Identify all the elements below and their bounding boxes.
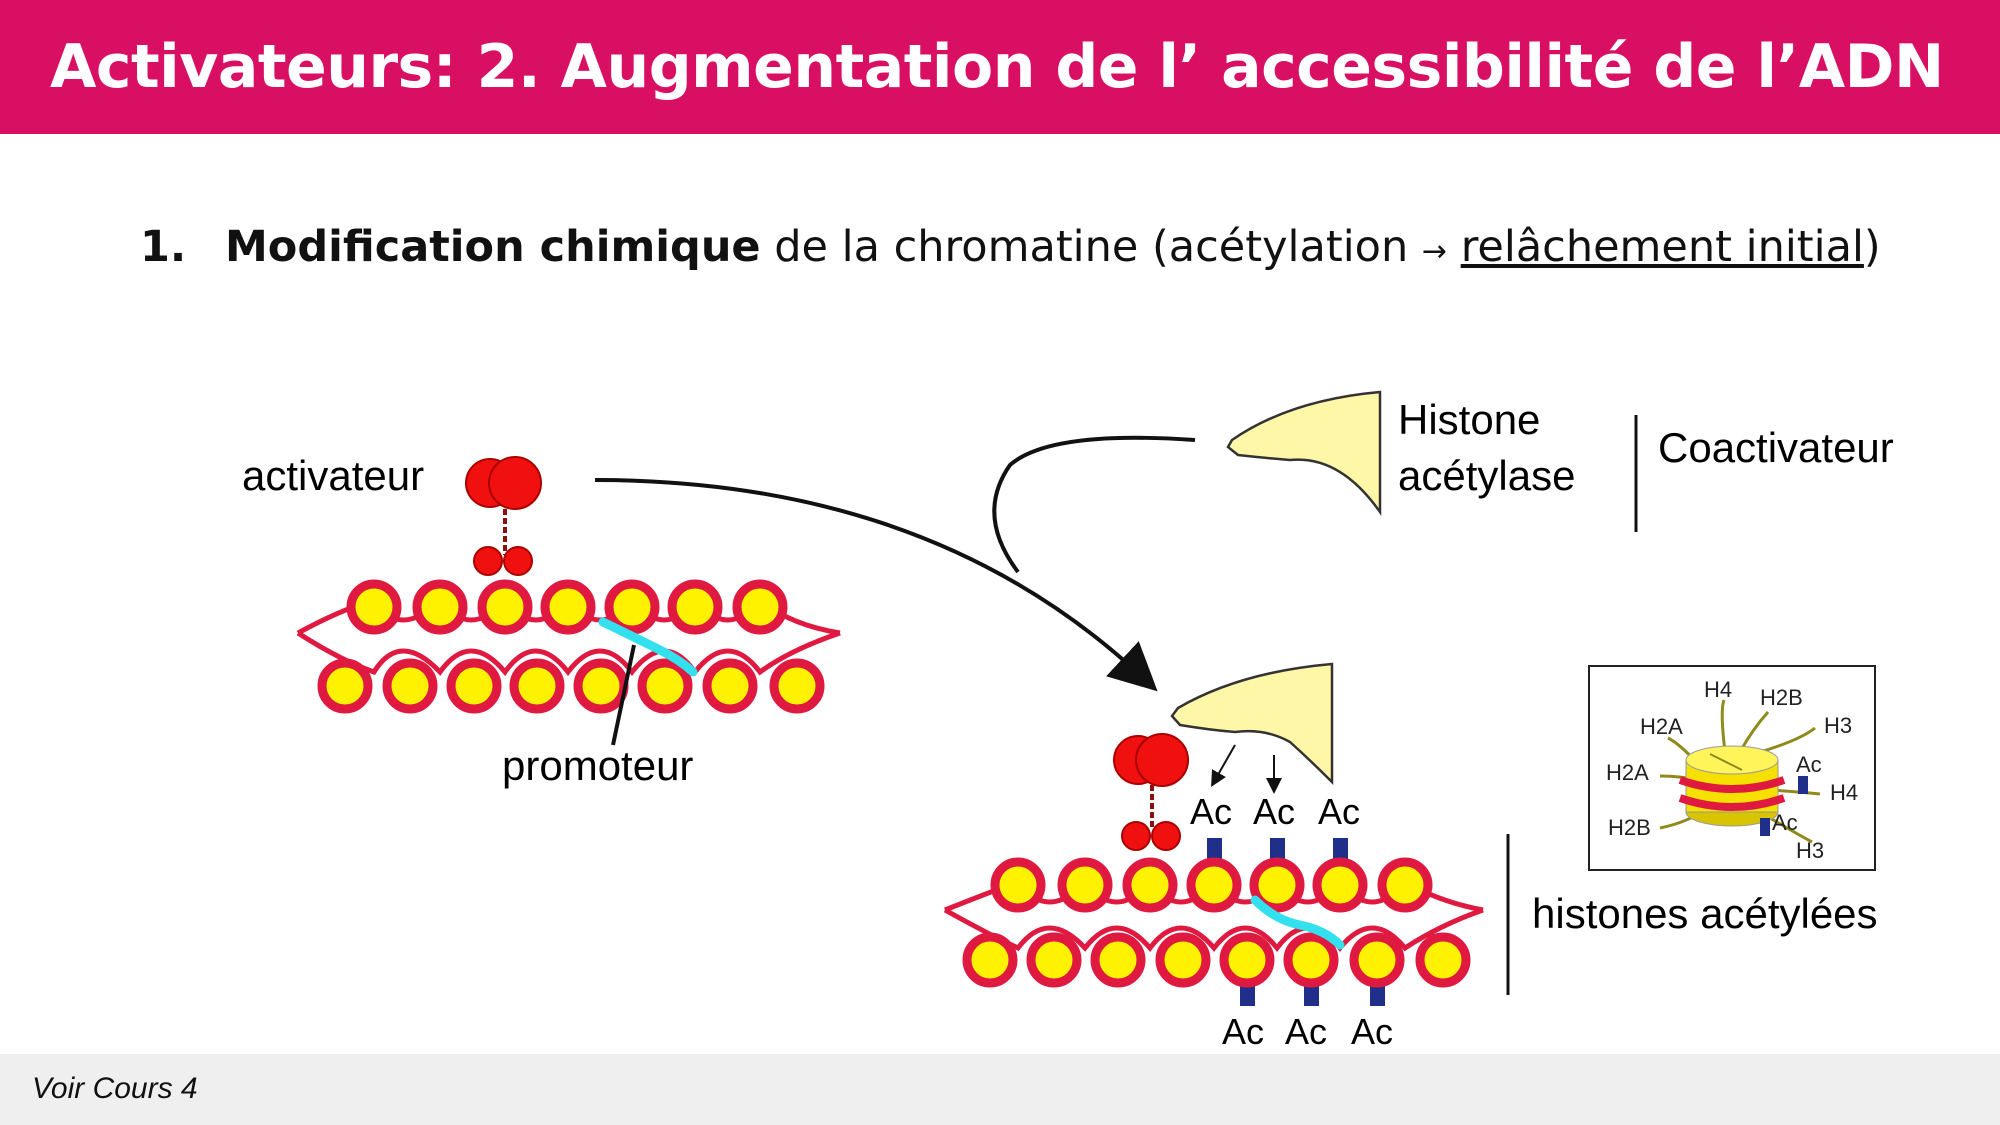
footer-bar: Voir Cours 4 [0,1054,2000,1125]
activateur-label: activateur [242,452,424,499]
histone-circle [1026,932,1082,988]
histone-circle [769,658,825,714]
histone-circle [477,579,533,635]
left-activator [465,456,542,576]
ac-label: Ac [1222,1011,1264,1052]
inset-label-ac: Ac [1796,752,1822,777]
arrow-glyph: → [1421,234,1448,269]
right-dna-strand-bottom [943,907,1484,953]
histone-circle [412,579,468,635]
ac-label: Ac [1318,791,1360,832]
histone-circle [962,932,1018,988]
bullet-underlined: relâchement initial [1460,222,1864,272]
histone-circle [1415,932,1471,988]
histone-circle [446,658,502,714]
acetyl-mark [1304,982,1319,1006]
inset-label-h2b: H2B [1608,815,1651,840]
title-bar: Activateurs: 2. Augmentation de l’ acces… [0,0,2000,134]
inset-label-h3: H3 [1796,838,1824,863]
inset-label-h2a: H2A [1606,760,1649,785]
inset-label-h2a: H2A [1640,714,1683,739]
left-promoter-segment [598,617,698,677]
histone-circle [702,658,758,714]
enzyme-recruit-arrow [992,435,1196,574]
acetyl-mark [1370,982,1385,1006]
promoteur-pointer [611,644,636,746]
nucleosome-inset [1588,665,1876,871]
histone-circle [1155,932,1211,988]
histone-circle [1186,857,1242,913]
histone-circle [1312,857,1368,913]
histone-acetylase-enzyme [1226,390,1382,516]
inset-label-h4: H4 [1704,677,1732,702]
histone-circle [667,579,723,635]
left-chromatin [296,579,841,714]
bullet-number: 1. [140,222,187,272]
bullet-close: ) [1863,222,1881,272]
histone-circle [1283,932,1339,988]
acetylase-label: acétylase [1398,452,1575,499]
histone-circle [1090,932,1146,988]
inset-label-h3: H3 [1824,713,1852,738]
histone-circle [1349,932,1405,988]
histones-acetylees-label: histones acétylées [1532,890,1878,937]
bullet-text: de la chromatine (acétylation [760,222,1422,272]
histone-circle [1377,857,1433,913]
acetyl-transfer-arrow [1211,744,1236,787]
ac-label: Ac [1351,1011,1393,1052]
histone-circle [540,579,596,635]
inset-label-ac: Ac [1772,810,1798,835]
histone-circle [990,857,1046,913]
histone-circle [346,579,402,635]
page-title: Activateurs: 2. Augmentation de l’ acces… [50,32,1944,102]
histone-circle [1249,857,1305,913]
histone-circle [1122,857,1178,913]
acetyl-mark [1270,838,1285,862]
histone-circle [573,658,629,714]
bullet-point: 1. Modification chimique de la chromatine… [140,222,1881,272]
histone-circle [509,658,565,714]
histone-circle [1219,932,1275,988]
ac-label: Ac [1253,791,1295,832]
bound-histone-acetylase [1170,662,1334,786]
ac-label: Ac [1285,1011,1327,1052]
histone-circle [1057,857,1113,913]
right-activator [1113,733,1189,851]
activator-to-chromatin-arrow [594,478,1158,692]
footer-note: Voir Cours 4 [32,1072,198,1105]
histone-circle [382,658,438,714]
right-promoter-segment [1250,895,1345,950]
inset-label-h2b: H2B [1760,685,1803,710]
ac-label: Ac [1190,791,1232,832]
histone-label: Histone [1398,396,1540,443]
histone-circle [637,658,693,714]
right-chromatin [943,838,1484,1006]
bullet-bold: Modification chimique [225,222,761,272]
acetyl-mark [1207,838,1222,862]
histone-circle [604,579,660,635]
histone-circle [732,579,788,635]
promoteur-label: promoteur [502,742,693,789]
acetyl-mark [1333,838,1348,862]
coactivateur-label: Coactivateur [1658,424,1894,471]
inset-label-h4: H4 [1830,780,1858,805]
left-dna-strand-bottom [296,630,841,677]
acetyl-mark [1240,982,1255,1006]
histone-circle [317,658,373,714]
diagram: activateur promoteur Histone acétylase C… [242,390,1894,1052]
